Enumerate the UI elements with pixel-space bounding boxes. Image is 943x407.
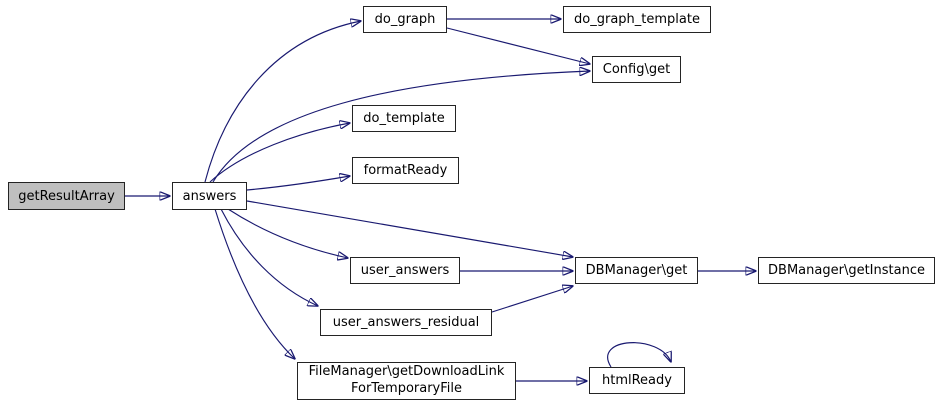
node-user-answers-label: user_answers (360, 263, 450, 278)
node-htmlready[interactable]: htmlReady (589, 367, 685, 394)
node-config-get-label: Config\get (602, 62, 671, 77)
node-htmlready-label: htmlReady (602, 373, 672, 388)
node-do-graph-label: do_graph (374, 12, 436, 27)
edge-user-answers-residual-to-dbmanager-get (491, 286, 573, 313)
node-answers[interactable]: answers (172, 182, 247, 210)
edge-do-graph-to-config-get (446, 27, 590, 64)
node-do-template[interactable]: do_template (352, 105, 456, 132)
edge-answers-to-dbmanager-get (246, 200, 573, 257)
node-dbmanager-getinstance[interactable]: DBManager\getInstance (758, 257, 935, 284)
node-filemanager-label-line2: ForTemporaryFile (350, 381, 462, 396)
node-do-graph[interactable]: do_graph (363, 6, 447, 33)
node-user-answers-residual[interactable]: user_answers_residual (320, 309, 492, 336)
edge-answers-to-formatready (246, 176, 350, 191)
node-answers-label: answers (182, 188, 237, 204)
edge-answers-to-filemanager (214, 208, 295, 359)
edge-answers-to-user-answers-residual (220, 208, 318, 306)
node-filemanager-getdownloadlink[interactable]: FileManager\getDownloadLink ForTemporary… (297, 362, 516, 400)
node-do-graph-template-label: do_graph_template (574, 12, 700, 27)
node-user-answers-residual-label: user_answers_residual (332, 315, 480, 330)
edge-htmlready-self-loop (607, 342, 671, 368)
edge-answers-to-config-get (212, 71, 590, 183)
node-do-graph-template[interactable]: do_graph_template (563, 6, 711, 33)
node-formatready[interactable]: formatReady (352, 157, 459, 184)
edge-answers-to-do-graph (204, 21, 361, 183)
node-getresultarray[interactable]: getResultArray (8, 182, 125, 210)
node-dbmanager-get-label: DBManager\get (585, 263, 688, 278)
node-filemanager-label-line1: FileManager\getDownloadLink (308, 364, 505, 380)
node-config-get[interactable]: Config\get (592, 56, 681, 83)
node-dbmanager-getinstance-label: DBManager\getInstance (768, 263, 925, 278)
node-do-template-label: do_template (363, 111, 445, 126)
node-dbmanager-get[interactable]: DBManager\get (575, 257, 698, 284)
node-user-answers[interactable]: user_answers (350, 257, 460, 284)
edge-answers-to-user-answers (227, 208, 348, 258)
node-getresultarray-label: getResultArray (18, 188, 115, 204)
edge-answers-to-do-template (209, 123, 350, 183)
node-formatready-label: formatReady (363, 163, 448, 178)
